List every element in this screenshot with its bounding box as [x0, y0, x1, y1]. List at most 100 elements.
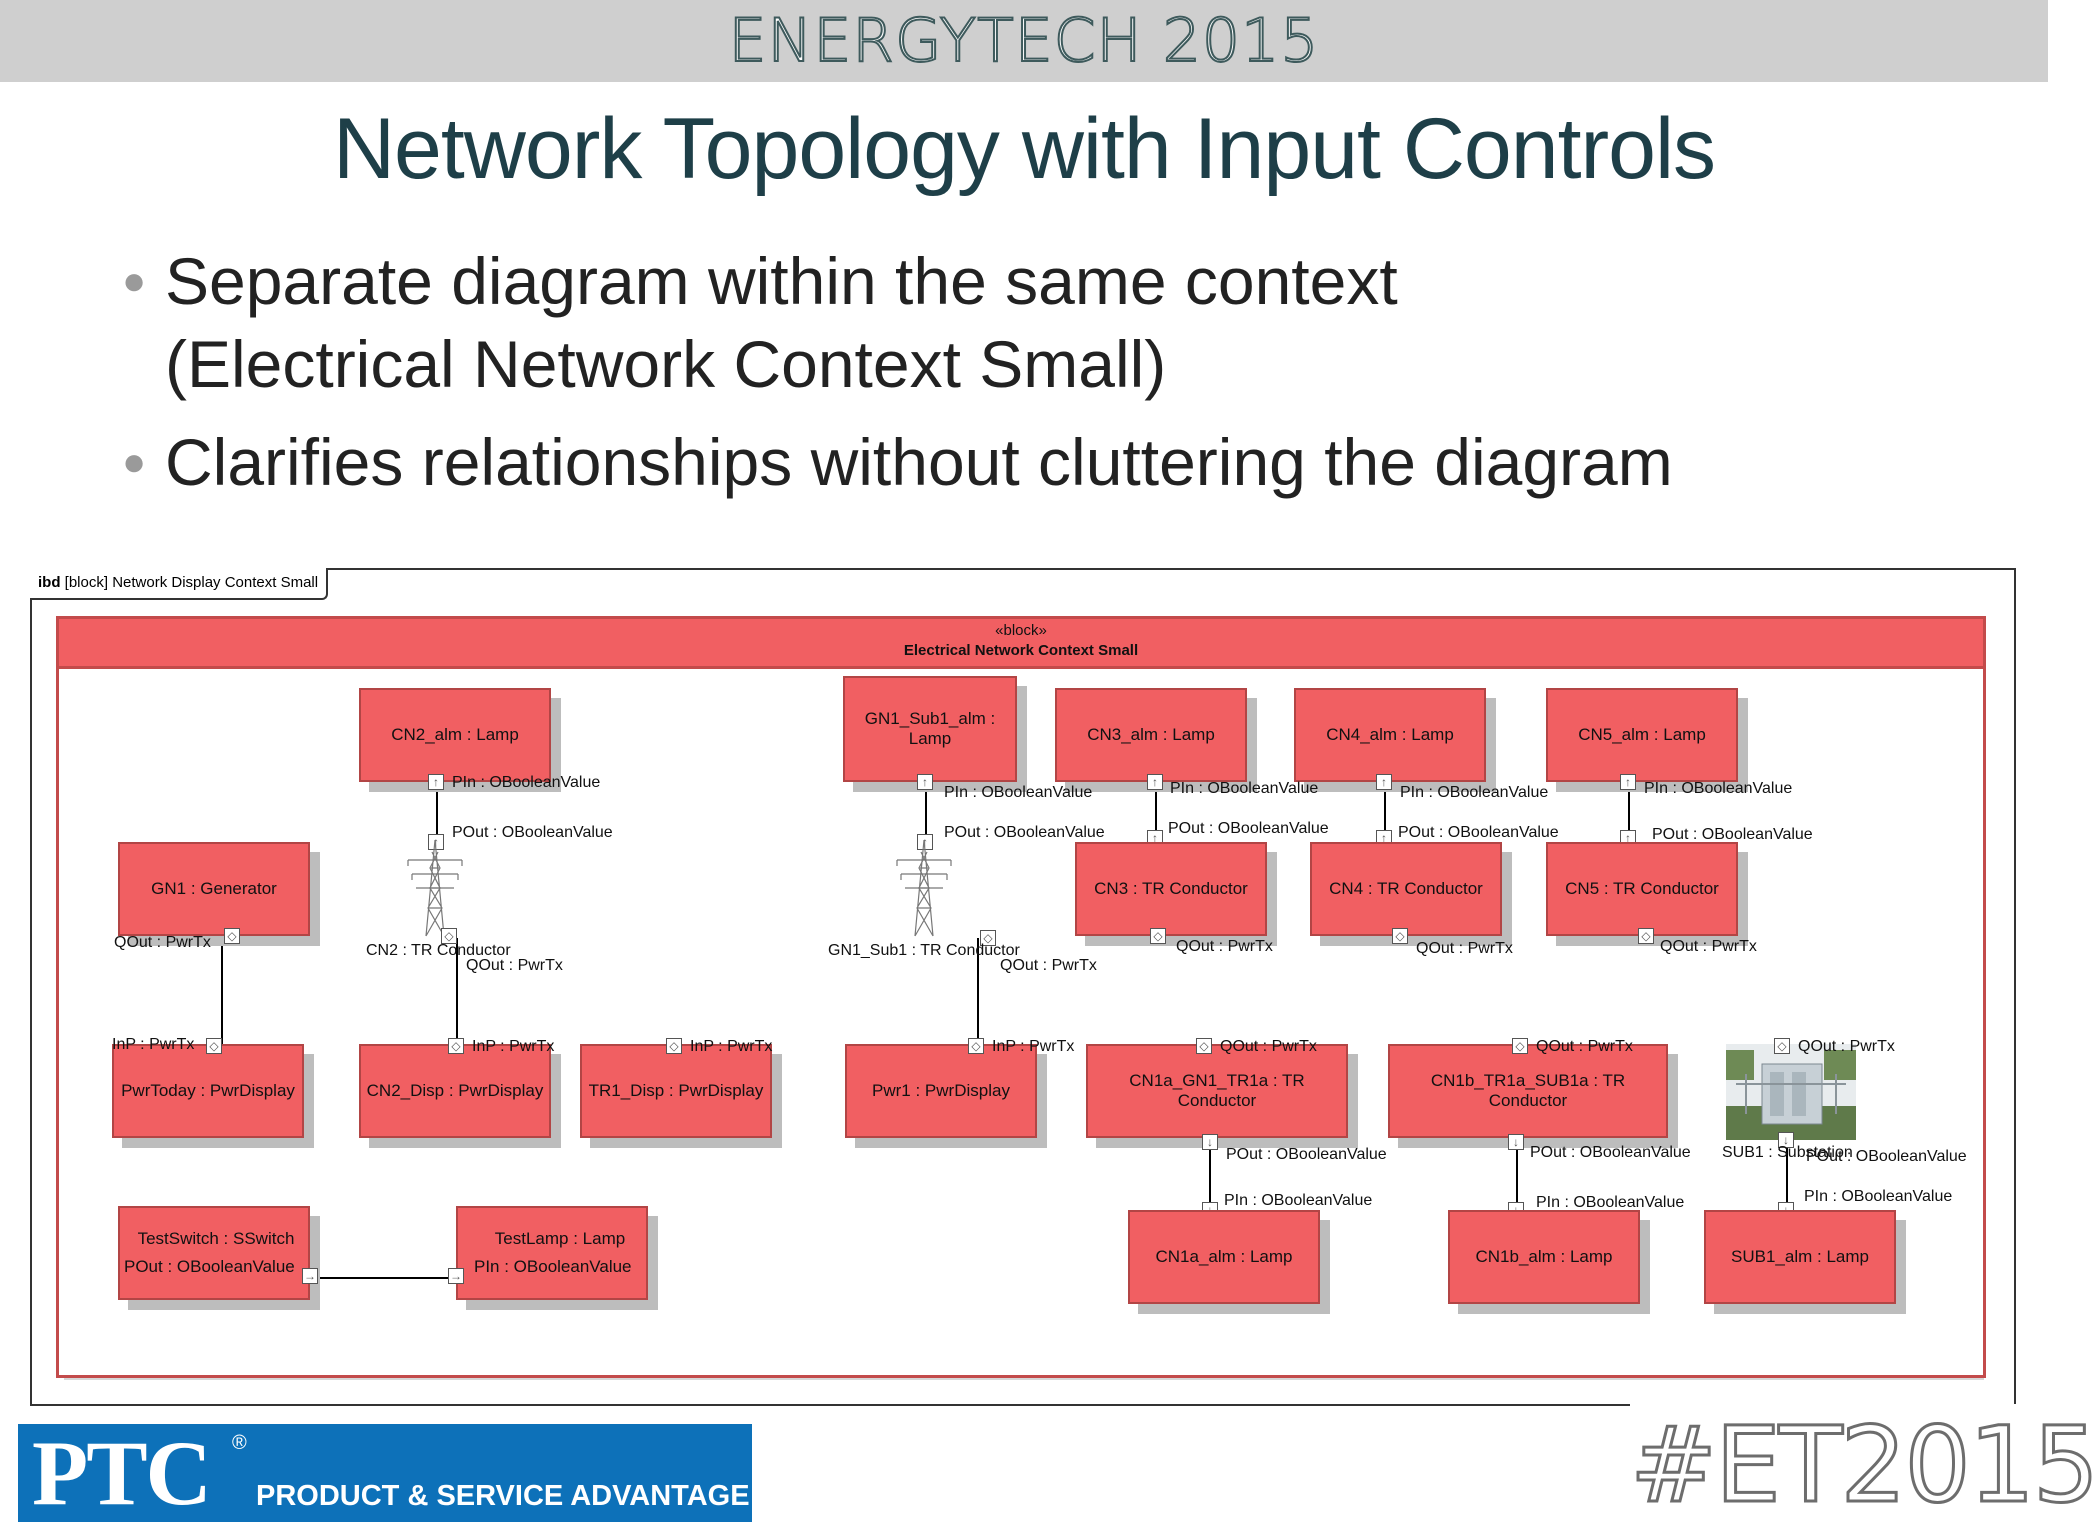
frame-label-rest: [block] Network Display Context Small	[64, 574, 319, 591]
block-gn1-generator[interactable]: GN1 : Generator	[118, 842, 310, 936]
port-label: POut : OBooleanValue	[1530, 1144, 1691, 1161]
port-arrow-down-icon[interactable]: ↓	[1778, 1132, 1794, 1148]
port-diamond-icon[interactable]: ◇	[1196, 1038, 1212, 1054]
block-cn1a-alm[interactable]: CN1a_alm : Lamp	[1128, 1210, 1320, 1304]
port-label: InP : PwrTx	[690, 1038, 773, 1055]
block-cn4-alm[interactable]: CN4_alm : Lamp	[1294, 688, 1486, 782]
port-label: PIn : OBooleanValue	[1804, 1188, 1953, 1205]
port-label: QOut : PwrTx	[466, 957, 563, 974]
block-label: CN5_alm : Lamp	[1578, 725, 1706, 744]
block-port-label: PIn : OBooleanValue	[474, 1257, 632, 1276]
port-diamond-icon[interactable]: ◇	[1150, 928, 1166, 944]
context-header: «block» Electrical Network Context Small	[56, 616, 1986, 669]
block-label: PwrToday : PwrDisplay	[121, 1081, 295, 1100]
block-cn2-alm[interactable]: CN2_alm : Lamp	[359, 688, 551, 782]
port-arrow-up-icon[interactable]: ↑	[1376, 774, 1392, 790]
port-arrow-right-icon[interactable]: →	[448, 1268, 464, 1284]
block-label: GN1 : Generator	[151, 879, 277, 898]
ptc-logo-banner: PTC ® PRODUCT & SERVICE ADVANTAGE	[18, 1424, 752, 1522]
block-gn1-sub1-alm[interactable]: GN1_Sub1_alm : Lamp	[843, 676, 1017, 782]
block-cn1a-conductor[interactable]: CN1a_GN1_TR1a : TR Conductor	[1086, 1044, 1348, 1138]
connector	[1786, 1140, 1788, 1210]
block-tr1-disp[interactable]: TR1_Disp : PwrDisplay	[580, 1044, 772, 1138]
port-label: PIn : OBooleanValue	[944, 784, 1093, 801]
block-label: CN1a_GN1_TR1a : TR Conductor	[1129, 1071, 1305, 1110]
block-testlamp[interactable]: TestLamp : Lamp PIn : OBooleanValue	[456, 1206, 648, 1300]
port-diamond-icon[interactable]: ◇	[1638, 928, 1654, 944]
registered-mark: ®	[232, 1432, 247, 1454]
block-testswitch[interactable]: TestSwitch : SSwitch POut : OBooleanValu…	[118, 1206, 310, 1300]
block-pwr1-display[interactable]: Pwr1 : PwrDisplay	[845, 1044, 1037, 1138]
port-arrow-up-icon[interactable]: ↑	[428, 774, 444, 790]
connector	[925, 780, 927, 838]
block-cn3-conductor[interactable]: CN3 : TR Conductor	[1075, 842, 1267, 936]
block-sub1-alm[interactable]: SUB1_alm : Lamp	[1704, 1210, 1896, 1304]
port-arrow-up-icon[interactable]: ↑	[1620, 774, 1636, 790]
block-label: CN2_Disp : PwrDisplay	[366, 1081, 544, 1100]
block-cn1b-conductor[interactable]: CN1b_TR1a_SUB1a : TR Conductor	[1388, 1044, 1668, 1138]
port-label: POut : OBooleanValue	[1168, 820, 1329, 837]
frame-kind: ibd	[38, 574, 61, 591]
substation-image	[1726, 1044, 1856, 1140]
part-label: CN2 : TR Conductor	[366, 942, 511, 959]
port-label: QOut : PwrTx	[1660, 938, 1757, 955]
block-cn5-conductor[interactable]: CN5 : TR Conductor	[1546, 842, 1738, 936]
transmission-tower-icon	[896, 839, 952, 937]
block-label: CN2_alm : Lamp	[391, 725, 519, 744]
port-label: QOut : PwrTx	[114, 934, 211, 951]
port-diamond-icon[interactable]: ◇	[968, 1038, 984, 1054]
block-cn5-alm[interactable]: CN5_alm : Lamp	[1546, 688, 1738, 782]
port-diamond-icon[interactable]: ◇	[448, 1038, 464, 1054]
bullet-item: ● Separate diagram within the same conte…	[120, 240, 1920, 406]
port-diamond-icon[interactable]: ◇	[206, 1038, 222, 1054]
port-label: QOut : PwrTx	[1176, 938, 1273, 955]
block-cn4-conductor[interactable]: CN4 : TR Conductor	[1310, 842, 1502, 936]
block-cn1b-alm[interactable]: CN1b_alm : Lamp	[1448, 1210, 1640, 1304]
port-label: QOut : PwrTx	[1220, 1038, 1317, 1055]
port-label: PIn : OBooleanValue	[1644, 780, 1793, 797]
block-label: CN1b_alm : Lamp	[1475, 1247, 1613, 1266]
port-diamond-icon[interactable]: ◇	[1392, 928, 1408, 944]
block-cn3-alm[interactable]: CN3_alm : Lamp	[1055, 688, 1247, 782]
block-label: SUB1_alm : Lamp	[1731, 1247, 1869, 1266]
block-label: CN3 : TR Conductor	[1094, 879, 1248, 898]
port-arrow-up-icon[interactable]: ↑	[1147, 774, 1163, 790]
port-diamond-icon[interactable]: ◇	[1774, 1038, 1790, 1054]
block-cn2-disp[interactable]: CN2_Disp : PwrDisplay	[359, 1044, 551, 1138]
port-arrow-down-icon[interactable]: ↓	[1202, 1134, 1218, 1150]
connector	[977, 938, 979, 1046]
block-label: CN4_alm : Lamp	[1326, 725, 1454, 744]
port-diamond-icon[interactable]: ◇	[1512, 1038, 1528, 1054]
port-label: PIn : OBooleanValue	[452, 774, 601, 791]
connector	[1209, 1140, 1211, 1210]
transmission-tower-icon	[407, 839, 463, 937]
context-name: Electrical Network Context Small	[903, 642, 1139, 659]
port-label: QOut : PwrTx	[1000, 957, 1097, 974]
port-label: InP : PwrTx	[992, 1038, 1075, 1055]
port-diamond-icon[interactable]: ◇	[666, 1038, 682, 1054]
port-arrow-up-icon[interactable]: ↑	[917, 774, 933, 790]
block-port-label: POut : OBooleanValue	[124, 1257, 295, 1276]
port-label: QOut : PwrTx	[1416, 940, 1513, 957]
port-diamond-icon[interactable]: ◇	[441, 928, 457, 944]
connector	[318, 1277, 452, 1279]
port-arrow-right-icon[interactable]: →	[302, 1268, 318, 1284]
block-label: CN4 : TR Conductor	[1329, 879, 1483, 898]
port-arrow-down-icon[interactable]: ↓	[1508, 1134, 1524, 1150]
block-label: CN3_alm : Lamp	[1087, 725, 1215, 744]
event-logo: ENERGYTECH 2015	[728, 5, 1320, 77]
connector	[221, 938, 223, 1046]
diagram-frame	[30, 568, 2016, 1406]
port-diamond-icon[interactable]: ◇	[980, 930, 996, 946]
block-pwrtoday-display[interactable]: PwrToday : PwrDisplay	[112, 1044, 304, 1138]
connector	[1384, 780, 1386, 832]
connector	[436, 780, 438, 838]
bullet-list: ● Separate diagram within the same conte…	[120, 240, 1920, 519]
block-label: GN1_Sub1_alm : Lamp	[864, 709, 996, 748]
port-label: POut : OBooleanValue	[944, 824, 1105, 841]
port-label: PIn : OBooleanValue	[1400, 784, 1549, 801]
port-label: POut : OBooleanValue	[1806, 1148, 1967, 1165]
connector	[1628, 780, 1630, 832]
context-stereotype: «block»	[995, 622, 1047, 639]
port-diamond-icon[interactable]: ◇	[224, 928, 240, 944]
